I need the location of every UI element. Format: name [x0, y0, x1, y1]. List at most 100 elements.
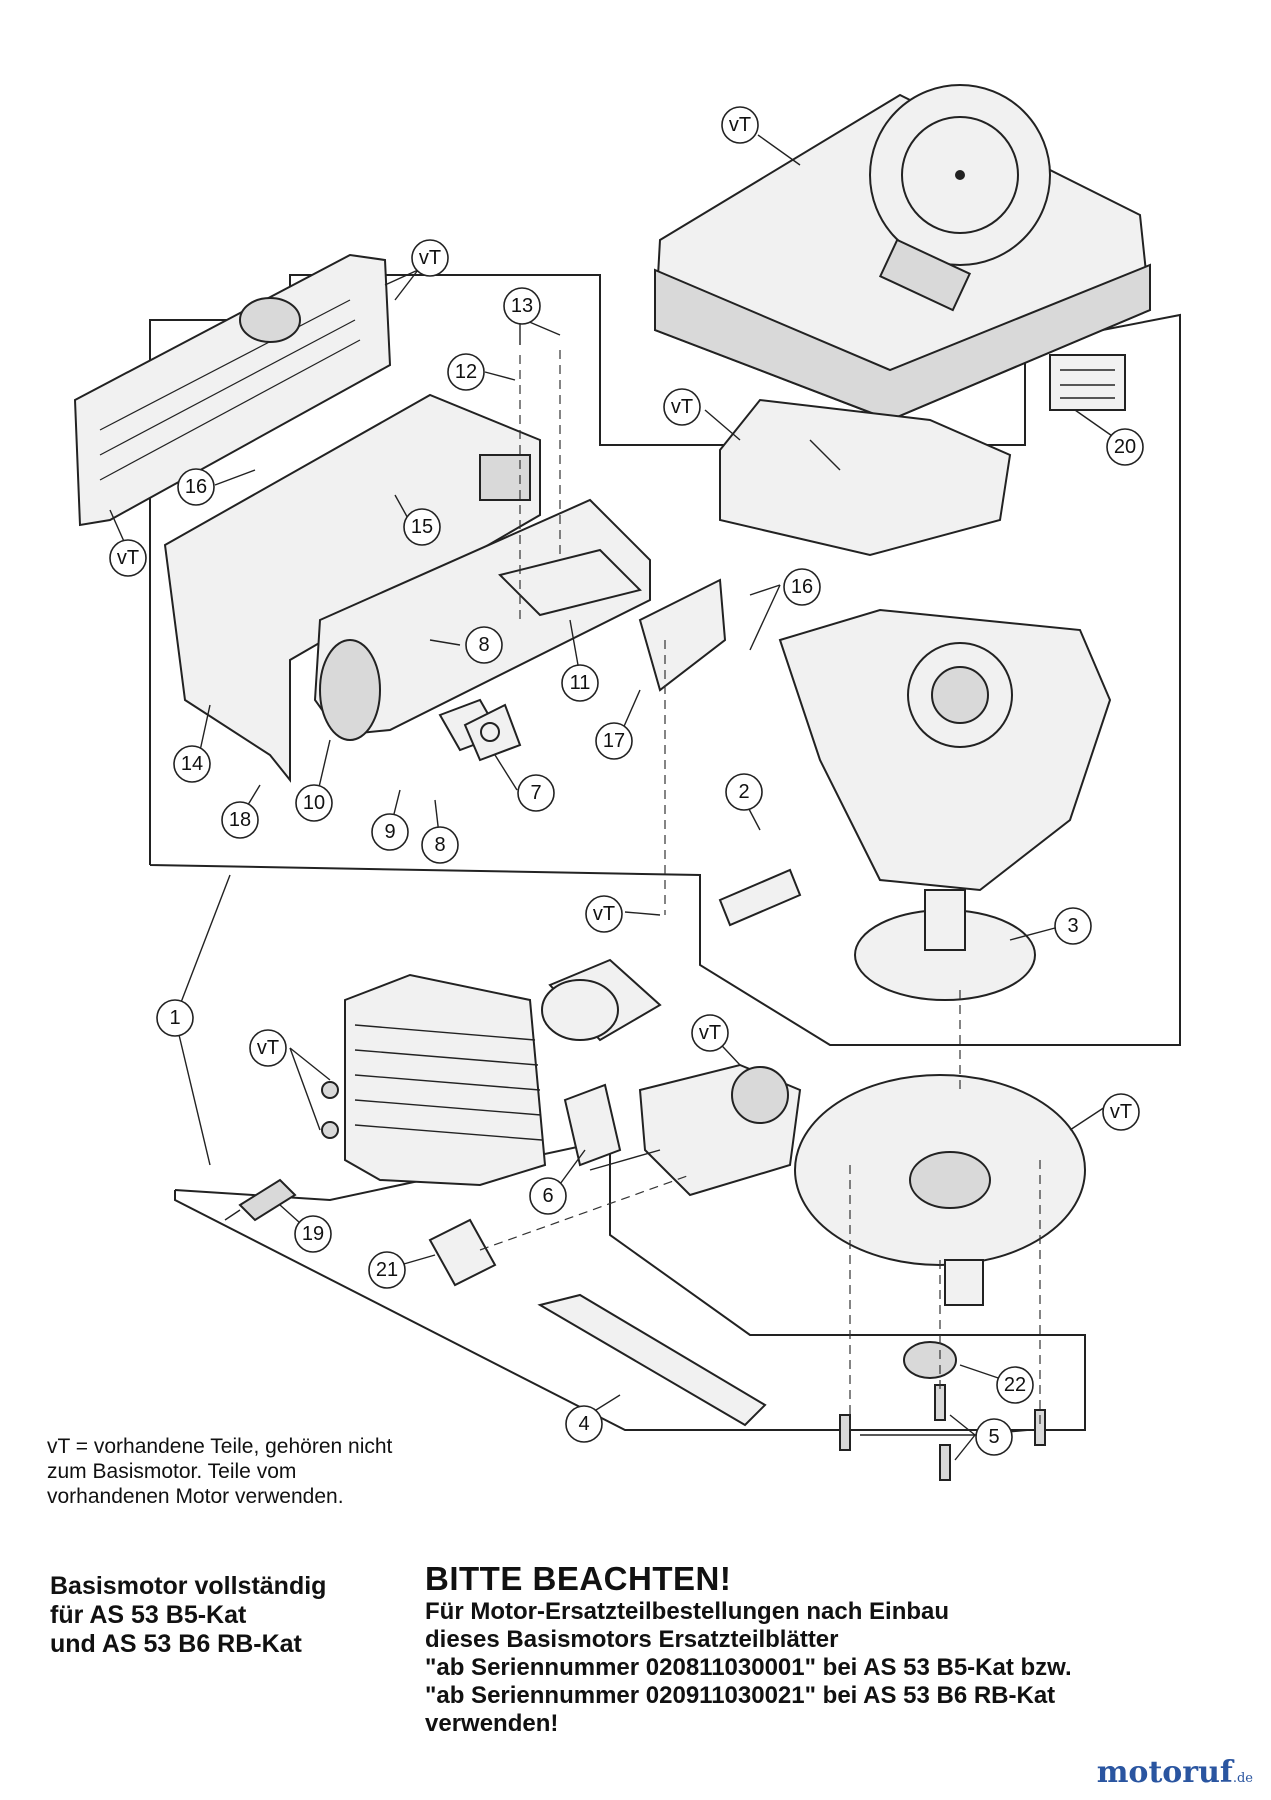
svg-text:vT: vT: [419, 247, 441, 269]
callout-vt: vT: [585, 895, 623, 933]
svg-text:2: 2: [738, 781, 749, 803]
callout-vt: vT: [109, 539, 147, 577]
svg-text:16: 16: [185, 476, 207, 498]
svg-text:4: 4: [578, 1413, 589, 1435]
svg-text:vT: vT: [671, 396, 693, 418]
carburetor: [589, 1063, 802, 1197]
callout-19: 19: [294, 1215, 332, 1253]
callout-3: 3: [1054, 907, 1092, 945]
callout-vt: vT: [249, 1029, 287, 1067]
engine-block: [718, 608, 1112, 1001]
callout-9: 9: [371, 813, 409, 851]
svg-text:12: 12: [455, 361, 477, 383]
svg-text:17: 17: [603, 730, 625, 752]
callout-6: 6: [529, 1177, 567, 1215]
legend-line: vorhandenen Motor verwenden.: [47, 1485, 344, 1508]
svg-text:3: 3: [1067, 915, 1078, 937]
vt-legend: vT = vorhandene Teile, gehören nicht zum…: [47, 1434, 487, 1509]
callout-20: 20: [1106, 428, 1144, 466]
svg-text:5: 5: [988, 1426, 999, 1448]
svg-text:15: 15: [411, 516, 433, 538]
notice-block: BITTE BEACHTEN! Für Motor-Ersatzteilbest…: [425, 1560, 1245, 1738]
callout-8: 8: [421, 826, 459, 864]
notice-line: Für Motor-Ersatzteilbestellungen nach Ei…: [425, 1598, 950, 1625]
callout-vt: vT: [411, 239, 449, 277]
svg-text:13: 13: [511, 295, 533, 317]
intake-gasket: [563, 1083, 622, 1167]
callout-16: 16: [177, 468, 215, 506]
muffler-shield: [163, 393, 541, 783]
svg-text:9: 9: [384, 821, 395, 843]
title-line: und AS 53 B6 RB-Kat: [50, 1630, 302, 1658]
fan-housing: [719, 398, 1012, 557]
logo-tld: .de: [1232, 1771, 1253, 1786]
callout-14: 14: [173, 745, 211, 783]
svg-text:8: 8: [434, 834, 445, 856]
notice-line: dieses Basismotors Ersatzteilblätter: [425, 1626, 839, 1653]
motoruf-logo: motoruf.de: [1097, 1755, 1253, 1790]
svg-text:1: 1: [169, 1007, 180, 1029]
callout-5: 5: [975, 1418, 1013, 1456]
svg-text:16: 16: [791, 576, 813, 598]
svg-text:vT: vT: [699, 1022, 721, 1044]
svg-text:22: 22: [1004, 1374, 1026, 1396]
legend-line: vT = vorhandene Teile, gehören nicht: [47, 1435, 393, 1458]
svg-text:10: 10: [303, 792, 325, 814]
svg-text:vT: vT: [117, 547, 139, 569]
callout-11: 11: [561, 664, 599, 702]
svg-text:vT: vT: [593, 903, 615, 925]
svg-text:vT: vT: [729, 114, 751, 136]
muffler: [313, 498, 651, 741]
callout-vt: vT: [663, 388, 701, 426]
svg-text:vT: vT: [1110, 1101, 1132, 1123]
notice-heading: BITTE BEACHTEN!: [425, 1560, 732, 1597]
svg-text:vT: vT: [257, 1037, 279, 1059]
callout-4: 4: [565, 1405, 603, 1443]
callout-vt: vT: [691, 1014, 729, 1052]
callout-2: 2: [725, 773, 763, 811]
svg-text:21: 21: [376, 1259, 398, 1281]
oil-seal: [903, 1341, 957, 1379]
notice-line: "ab Seriennummer 020911030021" bei AS 53…: [425, 1682, 1056, 1709]
piston: [541, 958, 662, 1042]
exhaust-gaskets: [438, 698, 522, 762]
callout-vt: vT: [721, 106, 759, 144]
svg-text:8: 8: [478, 634, 489, 656]
callout-21: 21: [368, 1251, 406, 1289]
cylinder: [321, 973, 547, 1187]
callout-8: 8: [465, 626, 503, 664]
engine-base-plate: [794, 1074, 1086, 1306]
title-line: für AS 53 B5-Kat: [50, 1601, 247, 1629]
callout-10: 10: [295, 784, 333, 822]
spark-plug: [224, 1178, 297, 1222]
title-line: Basismotor vollständig: [50, 1572, 327, 1600]
notice-line: "ab Seriennummer 020811030001" bei AS 53…: [425, 1654, 1072, 1681]
svg-text:6: 6: [542, 1185, 553, 1207]
notice-body: Für Motor-Ersatzteilbestellungen nach Ei…: [425, 1598, 1245, 1738]
callout-13: 13: [503, 287, 541, 325]
legend-line: zum Basismotor. Teile vom: [47, 1460, 297, 1483]
svg-text:20: 20: [1114, 436, 1136, 458]
callout-7: 7: [517, 774, 555, 812]
svg-text:11: 11: [570, 672, 591, 694]
callout-22: 22: [996, 1366, 1034, 1404]
engine-shroud: [653, 84, 1152, 422]
exploded-parts-diagram: vT vT vT 13 12 vT 20 16 15 16 8 11 17 14…: [73, 84, 1181, 1481]
notice-line: verwenden!: [425, 1710, 559, 1737]
bracket: [428, 1218, 497, 1287]
callout-vt: vT: [1102, 1093, 1140, 1131]
assembly-lines: [479, 350, 1041, 1430]
svg-text:7: 7: [530, 782, 541, 804]
svg-text:18: 18: [229, 809, 251, 831]
heat-shield: [638, 578, 727, 692]
callout-16: 16: [783, 568, 821, 606]
callout-1: 1: [156, 999, 194, 1037]
air-grille: [73, 253, 392, 527]
logo-name: motoruf: [1096, 1755, 1233, 1790]
title-block: Basismotor vollständig für AS 53 B5-Kat …: [50, 1572, 410, 1659]
callout-18: 18: [221, 801, 259, 839]
callout-15: 15: [403, 508, 441, 546]
svg-text:19: 19: [302, 1223, 324, 1245]
svg-text:14: 14: [181, 753, 203, 775]
callout-17: 17: [595, 722, 633, 760]
